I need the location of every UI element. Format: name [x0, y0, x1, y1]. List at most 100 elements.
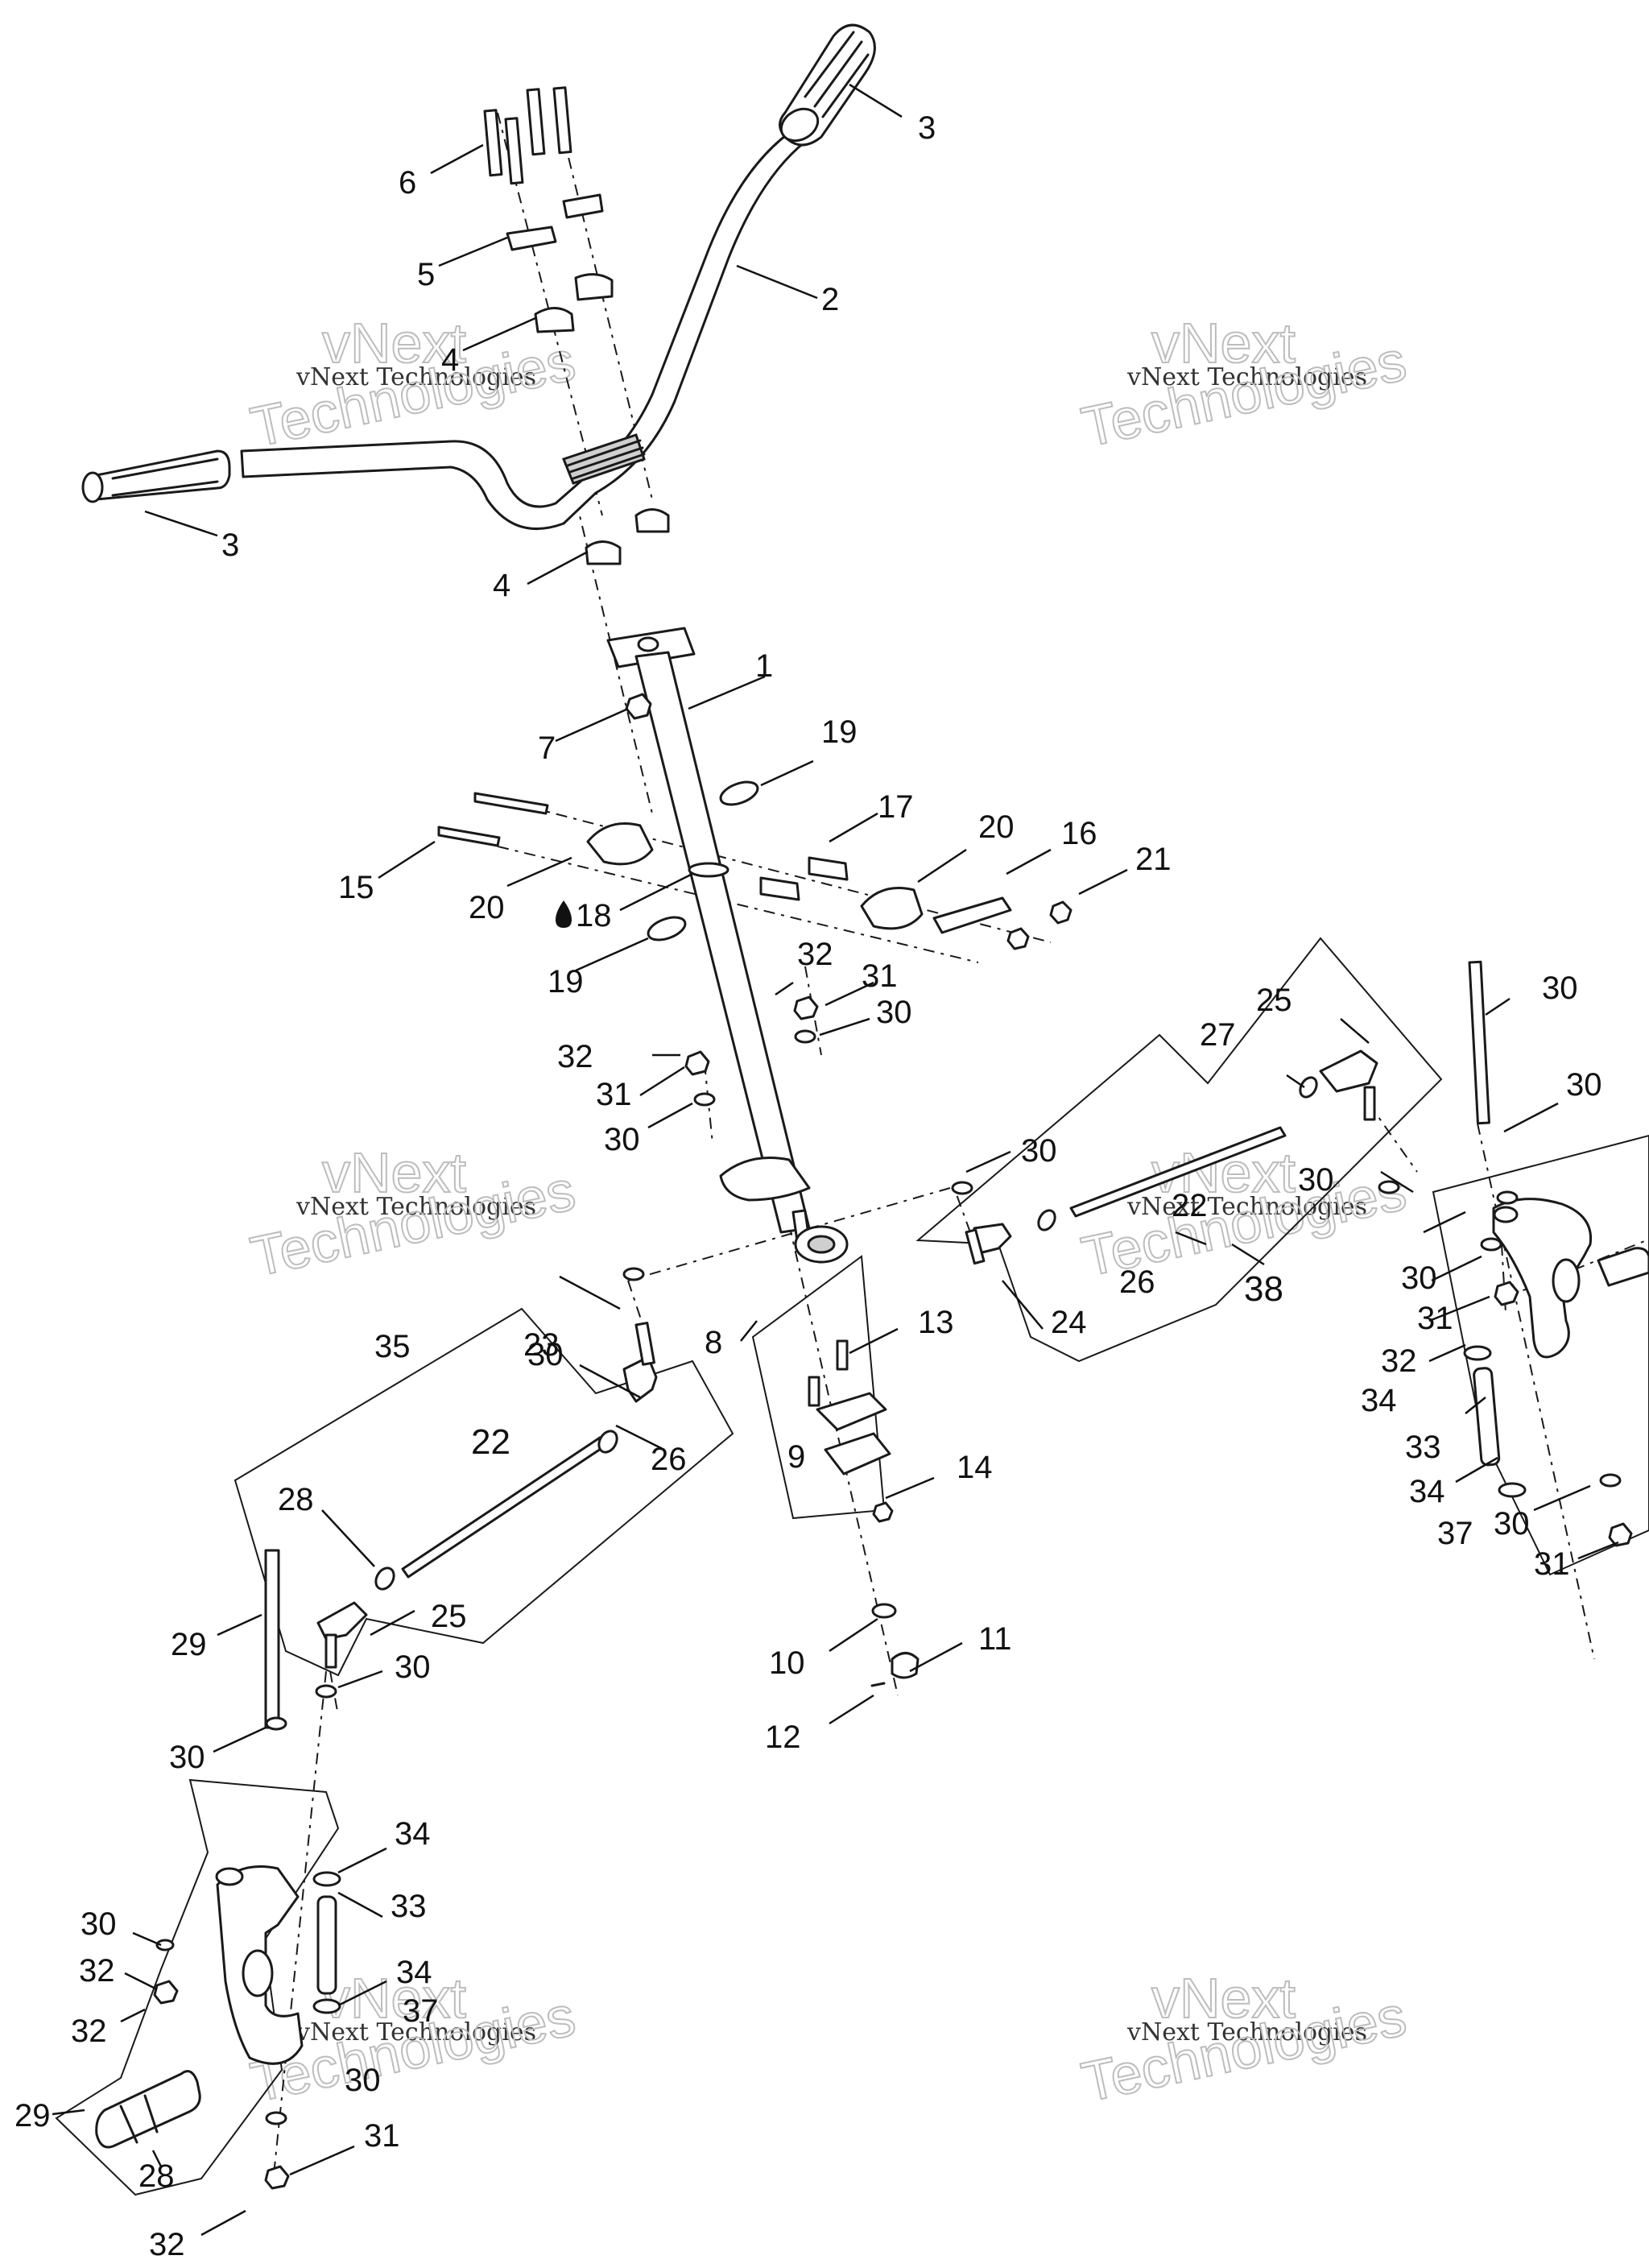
- watermark-mid-left: vNext vNext Technologies Technologies: [245, 1140, 581, 1289]
- callout-10: 10: [769, 1645, 805, 1681]
- spindle-right: [1492, 1198, 1649, 1359]
- callout-35: 35: [374, 1329, 411, 1364]
- tie-rod-left: [316, 1322, 658, 1669]
- pitman-arm-9: [816, 1392, 891, 1475]
- callout-13: 13: [918, 1305, 954, 1340]
- callout-34: 34: [395, 1816, 431, 1852]
- bushing-19-top: [719, 780, 759, 806]
- watermark-brand: vNext: [1151, 312, 1296, 375]
- callout-32: 32: [71, 2013, 107, 2049]
- watermark-small-text: vNext Technologies: [295, 2018, 536, 2047]
- nut-21: [1049, 900, 1072, 925]
- pin-12: [870, 1682, 886, 1687]
- callout-2: 2: [821, 282, 839, 317]
- callout-22: 22: [1172, 1188, 1208, 1223]
- callout-19: 19: [548, 964, 584, 999]
- callout-34: 34: [396, 1955, 432, 1990]
- callout-9: 9: [787, 1439, 805, 1475]
- bolt-15-bottom: [437, 826, 501, 847]
- callout-18: 18: [576, 898, 612, 933]
- callout-37: 37: [403, 1993, 439, 2029]
- callout-23: 23: [523, 1327, 560, 1363]
- leader-lines: [52, 83, 1619, 2237]
- watermark-small-text: vNext Technologies: [1126, 2018, 1367, 2047]
- tie-rod-right: [965, 1049, 1378, 1265]
- callout-31: 31: [1417, 1301, 1453, 1336]
- bushings-33-34: [312, 1345, 1527, 2014]
- spindle-right-group-outline: [1432, 1134, 1649, 1576]
- bearing-half-20-right: [860, 887, 924, 930]
- callout-30: 30: [527, 1337, 564, 1372]
- callout-28: 28: [138, 2158, 175, 2194]
- callout-30: 30: [1401, 1260, 1437, 1296]
- callout-31: 32: [79, 1953, 115, 1989]
- callout-29: 30: [1542, 971, 1578, 1006]
- callout-5: 5: [417, 257, 435, 292]
- callout-25: 26: [1119, 1264, 1155, 1300]
- tie-rod-left-group-outline: [234, 1307, 734, 1677]
- callout-20: 20: [469, 890, 505, 925]
- callout-30: 30: [876, 995, 912, 1030]
- callout-26: 27: [1200, 1017, 1236, 1053]
- callout-26: 28: [278, 1482, 314, 1517]
- callout-34: 34: [1361, 1383, 1397, 1418]
- callout-31: 31: [862, 958, 898, 994]
- bolt-13: [836, 1339, 849, 1371]
- callout-32: 32: [797, 937, 833, 972]
- callout-30: 30: [604, 1122, 640, 1157]
- watermark-small-text: vNext Technologies: [1126, 363, 1367, 391]
- callout-31: 31: [596, 1077, 632, 1112]
- spacer-17-bottom: [759, 876, 800, 901]
- callout-30: 30: [169, 1740, 205, 1775]
- bushing-19-bottom: [647, 916, 687, 942]
- callout-4: 4: [493, 568, 510, 603]
- watermark-small-text: vNext Technologies: [295, 363, 536, 391]
- callout-15: 15: [338, 870, 374, 905]
- callout-3: 3: [918, 110, 936, 146]
- callout-30: 30: [395, 1649, 431, 1685]
- callout-12: 12: [765, 1720, 801, 1755]
- watermark-small-text: vNext Technologies: [295, 1193, 536, 1221]
- callout-32: 32: [1381, 1343, 1417, 1379]
- tie-rod-right-group-outline: [915, 937, 1443, 1363]
- callout-22: 22: [471, 1422, 510, 1462]
- grip-right: [779, 23, 876, 147]
- callout-30: 30: [1298, 1162, 1334, 1198]
- callout-8: 8: [705, 1325, 722, 1360]
- callout-29: 29: [171, 1627, 207, 1662]
- watermark-top-left: vNext vNext Technologies Technologies: [245, 311, 581, 460]
- steering-column: [606, 627, 812, 1254]
- callout-32: 32: [557, 1039, 593, 1074]
- handlebar-clamps: [506, 193, 670, 565]
- nut-7: [625, 693, 652, 720]
- callout-32: 32: [149, 2227, 185, 2262]
- watermark-brand: vNext: [322, 1967, 466, 2030]
- callout-11: 11: [978, 1621, 1012, 1657]
- kingpin-bolt-29-left: [264, 1549, 280, 1729]
- callout-31: 31: [1534, 1546, 1570, 1582]
- callout-34: 34: [1409, 1474, 1445, 1509]
- callout-4: 4: [441, 342, 459, 378]
- callout-17: 17: [878, 789, 914, 825]
- callout-30: 30: [81, 1906, 117, 1942]
- watermark-small-text: vNext Technologies: [1126, 1193, 1367, 1221]
- callout-7: 7: [538, 730, 556, 766]
- nut-14: [872, 1501, 894, 1523]
- callout-3: 3: [221, 528, 239, 563]
- kingpin-bolt-29-right: [1468, 960, 1490, 1125]
- callout-16: 16: [1061, 816, 1097, 851]
- watermark-top-right: vNext vNext Technologies Technologies: [1076, 311, 1412, 460]
- watermark-brand: vNext: [1151, 1967, 1296, 2030]
- callout-20: 20: [978, 809, 1015, 845]
- nut-21b: [1006, 927, 1030, 950]
- callout-23: 24: [1051, 1305, 1087, 1340]
- callout-38: 38: [1244, 1269, 1283, 1309]
- callout-24: 25: [1256, 983, 1292, 1018]
- callout-25: 26: [651, 1442, 687, 1477]
- callout-30: 30: [1566, 1067, 1602, 1103]
- callout-21: 21: [1135, 842, 1172, 877]
- callout-24: 25: [431, 1599, 467, 1634]
- bearing-half-20-left: [586, 822, 654, 866]
- oil-drop-icon: [556, 900, 572, 928]
